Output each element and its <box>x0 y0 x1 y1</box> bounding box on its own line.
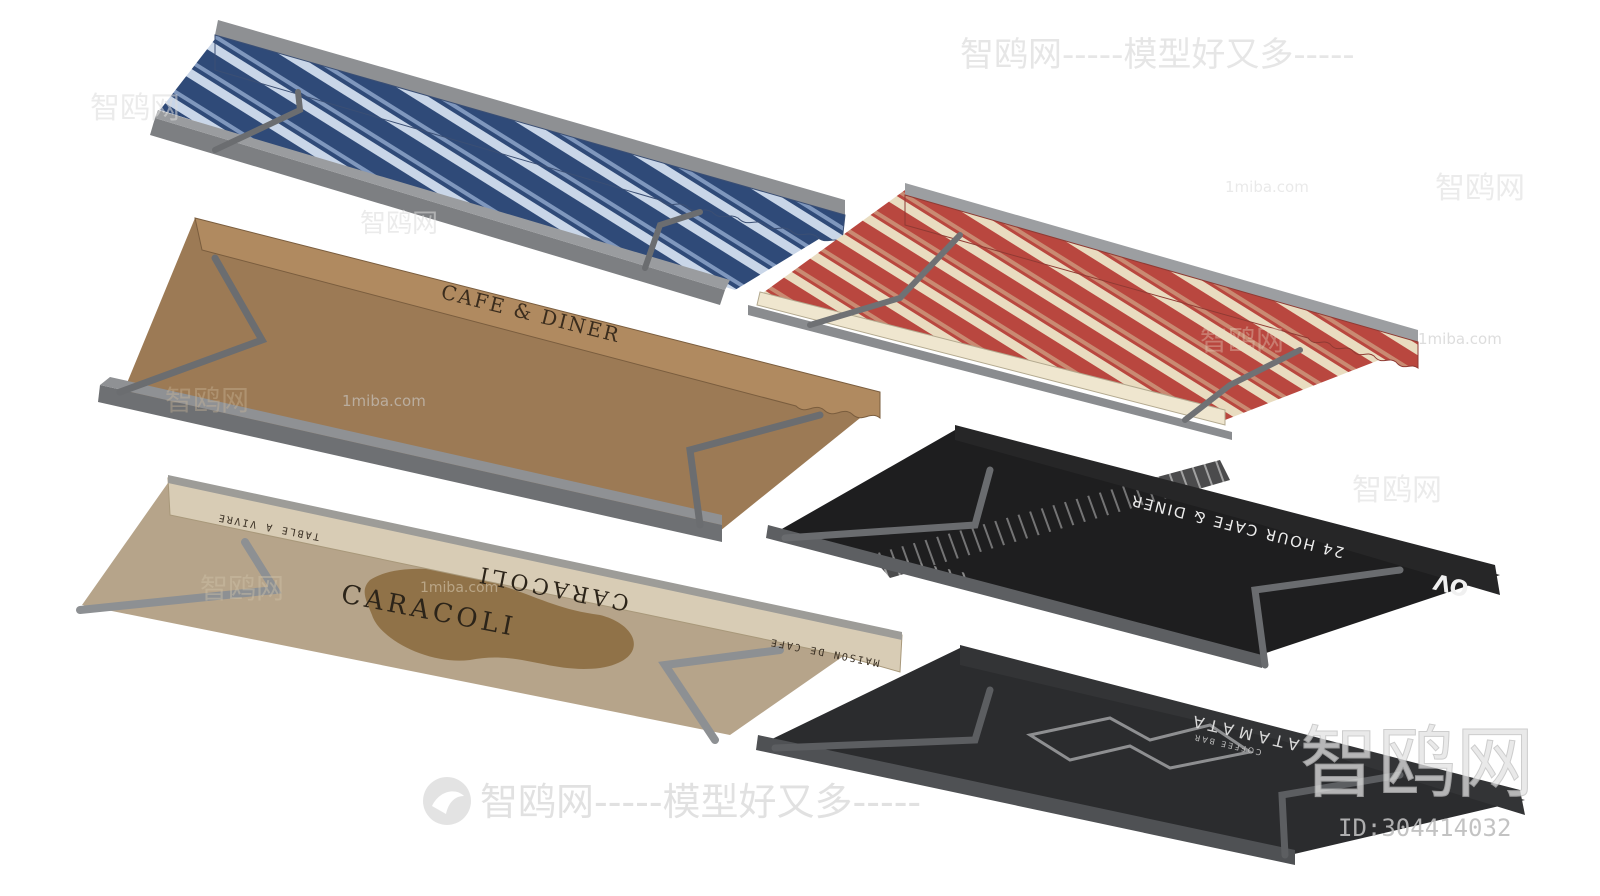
caracoli-awning-right-arm <box>658 646 784 744</box>
watermark-brand-large: 智鸥网 <box>1300 719 1534 809</box>
black-awning-left-arm <box>781 466 994 542</box>
blue-awning-cassette-top <box>155 110 730 290</box>
watermark-domain-3: 1miba.com <box>342 392 426 410</box>
cafe-awning-left-arm <box>116 254 268 396</box>
red-striped-awning <box>748 183 1419 440</box>
watermark-brand-lower: 智鸥网 <box>1352 473 1442 508</box>
watermark-brand-cafe: 智鸥网 <box>165 384 249 417</box>
blue-awning-front-bar <box>215 20 845 215</box>
blue-awning-cassette <box>150 118 725 305</box>
watermark-id-label: ID:304414032 <box>1338 814 1511 842</box>
caracoli-awning: TABLE A VIVRE MAISON DE CAFE CARACOLI CA… <box>76 475 903 744</box>
black-awning-cassette <box>766 525 1262 668</box>
atamata-awning-fabric <box>770 648 1525 855</box>
blue-awning-left-arm <box>212 89 304 153</box>
cafe-awning-cassette-top <box>100 377 722 525</box>
blue-striped-awning <box>150 20 846 305</box>
watermark-slogan-top: 智鸥网-----模型好又多----- <box>960 35 1355 75</box>
atamata-awning-logo-mark <box>1026 716 1254 770</box>
caracoli-awning-front-bar <box>168 475 902 640</box>
red-awning-back-bar <box>748 305 1232 440</box>
atamata-awning: ATAMATA COFFEE BAR <box>756 645 1525 865</box>
blue-awning-valance <box>214 34 846 243</box>
atamata-awning-cassette <box>756 735 1295 865</box>
atamata-awning-right-arm <box>1278 771 1404 859</box>
red-awning-fabric <box>760 190 1418 420</box>
caracoli-awning-logo-blob <box>364 568 634 669</box>
blue-awning-right-arm <box>642 209 703 271</box>
watermark-brand-left: 智鸥网 <box>90 91 180 126</box>
watermark-domain-1: 1miba.com <box>1225 178 1309 196</box>
red-awning-roller-tube <box>756 291 1226 426</box>
red-awning-left-arm <box>807 232 963 328</box>
caracoli-awning-left-arm <box>76 538 282 614</box>
red-awning-front-bar <box>905 183 1418 342</box>
watermark-layer: 智鸥网-----模型好又多----- 智鸥网 智鸥网 智鸥网 1miba.com… <box>90 35 1535 842</box>
watermark-brand-mid: 智鸥网 <box>360 209 438 239</box>
watermark-brand-fabric: 智鸥网 <box>1200 324 1284 357</box>
cafe-diner-awning: CAFE & DINER <box>98 217 881 542</box>
watermark-slogan-bottom: 智鸥网-----模型好又多----- <box>480 780 921 824</box>
atamata-awning-left-arm <box>771 686 994 752</box>
24-hour-cafe-awning: 24 HOUR CAFE & DINER OV <box>766 425 1500 669</box>
black-awning-right-arm <box>1251 566 1404 669</box>
watermark-logo-icon <box>423 777 471 825</box>
red-awning-right-arm <box>1182 347 1303 423</box>
cafe-awning-right-arm <box>686 411 824 529</box>
red-awning-valance <box>904 194 1419 369</box>
cafe-awning-cassette <box>98 385 722 542</box>
black-awning-fabric <box>780 430 1500 660</box>
watermark-brand-caracoli: 智鸥网 <box>200 572 284 605</box>
atamata-awning-valance <box>960 645 1525 815</box>
watermark-brand-right: 智鸥网 <box>1435 171 1525 206</box>
cafe-awning-fabric <box>120 218 870 535</box>
watermark-domain-4: 1miba.com <box>420 580 498 596</box>
black-awning-valance <box>955 425 1500 595</box>
watermark-domain-2: 1miba.com <box>1418 330 1502 348</box>
cafe-awning-valance <box>194 217 881 420</box>
